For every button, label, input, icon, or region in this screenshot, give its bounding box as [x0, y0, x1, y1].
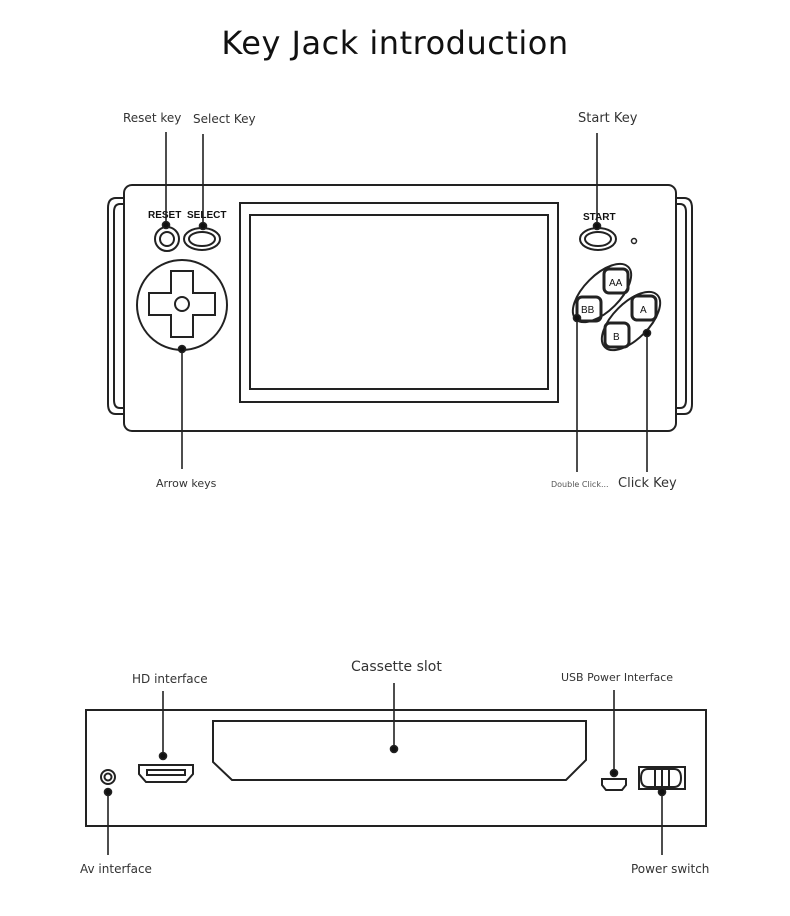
screen: [249, 214, 549, 390]
a-button: [630, 294, 658, 322]
select-text: SELECT: [187, 210, 226, 221]
right-rail-inner: [676, 203, 687, 409]
power-switch-label: Power switch: [631, 862, 710, 876]
left-rail-inner: [113, 203, 124, 409]
av-port: [100, 769, 116, 785]
double-click-pointer: [572, 313, 582, 323]
b-text: B: [613, 332, 620, 343]
av-pointer: [103, 787, 113, 797]
select-pointer: [198, 221, 208, 231]
click-pad: [600, 290, 662, 352]
power-pointer: [657, 787, 667, 797]
usb-pointer: [609, 768, 619, 778]
cassette-slot: [212, 720, 587, 781]
cassette-slot-label: Cassette slot: [351, 659, 442, 675]
double-click-label: Double Click...: [551, 480, 609, 489]
arrow-pointer: [177, 344, 187, 354]
a-text: A: [640, 305, 647, 316]
usb-port: [601, 778, 627, 791]
arrow-keys-label: Arrow keys: [156, 477, 217, 490]
hd-pointer: [158, 751, 168, 761]
b-button: [603, 321, 631, 349]
aa-text: AA: [609, 278, 623, 289]
bb-text: BB: [581, 305, 595, 316]
bb-button: [575, 295, 603, 323]
reset-key-label: Reset key: [123, 111, 182, 125]
dpad-cross: [148, 270, 216, 338]
aa-button: [602, 267, 630, 295]
hdmi-port: [138, 764, 194, 783]
hd-interface-label: HD interface: [132, 672, 208, 686]
select-key-label: Select Key: [193, 112, 256, 126]
page-title: Key Jack introduction: [221, 24, 569, 62]
reset-button: [154, 226, 180, 252]
bottom-body: [85, 709, 707, 827]
usb-power-label: USB Power Interface: [561, 671, 674, 684]
click-key-label: Click Key: [618, 476, 677, 491]
screen-bezel: [239, 202, 559, 403]
right-rail-outer: [676, 197, 693, 415]
cassette-pointer: [389, 744, 399, 754]
console-body: [123, 184, 677, 432]
start-text: START: [583, 212, 616, 223]
click-pointer: [642, 328, 652, 338]
start-key-label: Start Key: [578, 111, 638, 126]
start-pointer: [592, 221, 602, 231]
av-interface-label: Av interface: [80, 862, 152, 876]
reset-text: RESET: [148, 210, 181, 221]
reset-pointer: [161, 220, 171, 230]
left-rail-outer: [107, 197, 124, 415]
